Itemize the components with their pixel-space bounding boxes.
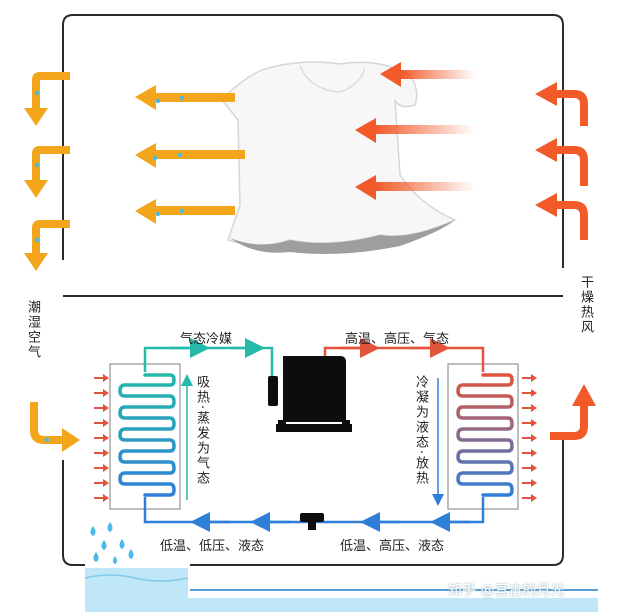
evap-inflow-arrow-head-7: [103, 464, 109, 472]
cond-outflow-arrow-shaft-8: [522, 482, 531, 484]
hot-air-arrows: [355, 62, 475, 200]
red-bent-arrow-3: [535, 193, 588, 240]
cond-outflow-arrow-shaft-7: [522, 467, 531, 469]
bent-arrow-left-2: [24, 146, 70, 198]
bent-arrow-into-evaporator: [30, 402, 80, 452]
right-hot-air-arrows: [535, 82, 596, 440]
high-liquid-label: 低温、高压、液态: [340, 539, 445, 554]
orange-arrow-1: [135, 85, 235, 110]
cond-outflow-arrow-shaft-1: [522, 377, 531, 379]
cond-outflow-arrow-head-5: [531, 434, 537, 442]
bent-arrow-left-3: [24, 220, 70, 271]
cond-outflow-arrow-head-4: [531, 419, 537, 427]
dry-hot-air-label: 干燥热风: [578, 275, 593, 335]
cond-outflow-arrow-head-1: [531, 374, 537, 382]
evap-inflow-arrow-head-1: [103, 374, 109, 382]
cond-outflow-arrow-shaft-2: [522, 392, 531, 394]
evap-inflow-arrow-shaft-7: [94, 467, 103, 469]
bent-arrow-left-1: [24, 72, 70, 126]
low-liquid-label: 低温、低压、液态: [160, 539, 265, 554]
evap-inflow-arrow-head-2: [103, 389, 109, 397]
red-up-arrow: [550, 384, 596, 440]
evap-inflow-arrow-shaft-5: [94, 437, 103, 439]
high-temp-gas-label: 高温、高压、气态: [345, 332, 450, 347]
evap-inflow-arrow-head-9: [103, 494, 109, 502]
cond-outflow-arrow-shaft-3: [522, 407, 531, 409]
humid-air-label: 潮湿空气: [25, 300, 40, 360]
garment-icon: [221, 61, 457, 254]
water-droplets-icon: [90, 522, 134, 564]
red-gradient-arrow-1: [380, 62, 475, 87]
evap-inflow-arrow-head-3: [103, 404, 109, 412]
left-humid-air-arrows: [24, 72, 80, 452]
evap-inflow-arrow-head-6: [103, 449, 109, 457]
cond-outflow-arrow-shaft-9: [522, 497, 531, 499]
condenser-coil: [447, 363, 519, 510]
cond-outflow-arrow-shaft-4: [522, 422, 531, 424]
cond-outflow-arrow-head-6: [531, 449, 537, 457]
cond-outflow-arrow-shaft-5: [522, 437, 531, 439]
gas-refrigerant-label: 气态冷媒: [180, 332, 233, 347]
red-bent-arrow-2: [535, 138, 588, 186]
watermark: 知乎 @亘古的月光: [448, 583, 565, 599]
cond-outflow-arrow-head-3: [531, 404, 537, 412]
evap-inflow-arrow-shaft-3: [94, 407, 103, 409]
red-gradient-arrow-2: [355, 118, 475, 143]
red-pipe: [323, 346, 485, 372]
orange-arrow-3: [135, 199, 235, 224]
evap-inflow-arrow-shaft-6: [94, 452, 103, 454]
evap-inflow-arrow-head-8: [103, 479, 109, 487]
evap-inflow-arrow-shaft-8: [94, 482, 103, 484]
orange-arrow-2: [135, 143, 245, 168]
evap-inflow-arrow-shaft-4: [94, 422, 103, 424]
cond-outflow-arrow-head-7: [531, 464, 537, 472]
red-bent-arrow-1: [535, 82, 588, 126]
evap-inflow-arrow-head-4: [103, 419, 109, 427]
condense-label: 冷凝为液态·放热: [413, 375, 428, 487]
evap-inflow-arrow-shaft-1: [94, 377, 103, 379]
evap-inflow-arrow-shaft-9: [94, 497, 103, 499]
evap-inflow-arrow-shaft-2: [94, 392, 103, 394]
cond-outflow-arrow-head-9: [531, 494, 537, 502]
cond-outflow-arrow-head-2: [531, 389, 537, 397]
coil-inflow-arrows: [94, 374, 537, 502]
cool-air-arrows: [135, 85, 245, 224]
compressor-icon: [268, 356, 352, 432]
evaporator-coil: [109, 363, 181, 510]
dryer-cabinet: [62, 14, 564, 566]
red-gradient-arrow-3: [355, 175, 475, 200]
water-tray: [84, 568, 598, 612]
absorb-heat-label: 吸热·蒸发为气态: [194, 375, 209, 487]
evap-inflow-arrow-head-5: [103, 434, 109, 442]
cond-outflow-arrow-head-8: [531, 479, 537, 487]
expansion-valve-icon: [300, 513, 324, 530]
cond-outflow-arrow-shaft-6: [522, 452, 531, 454]
